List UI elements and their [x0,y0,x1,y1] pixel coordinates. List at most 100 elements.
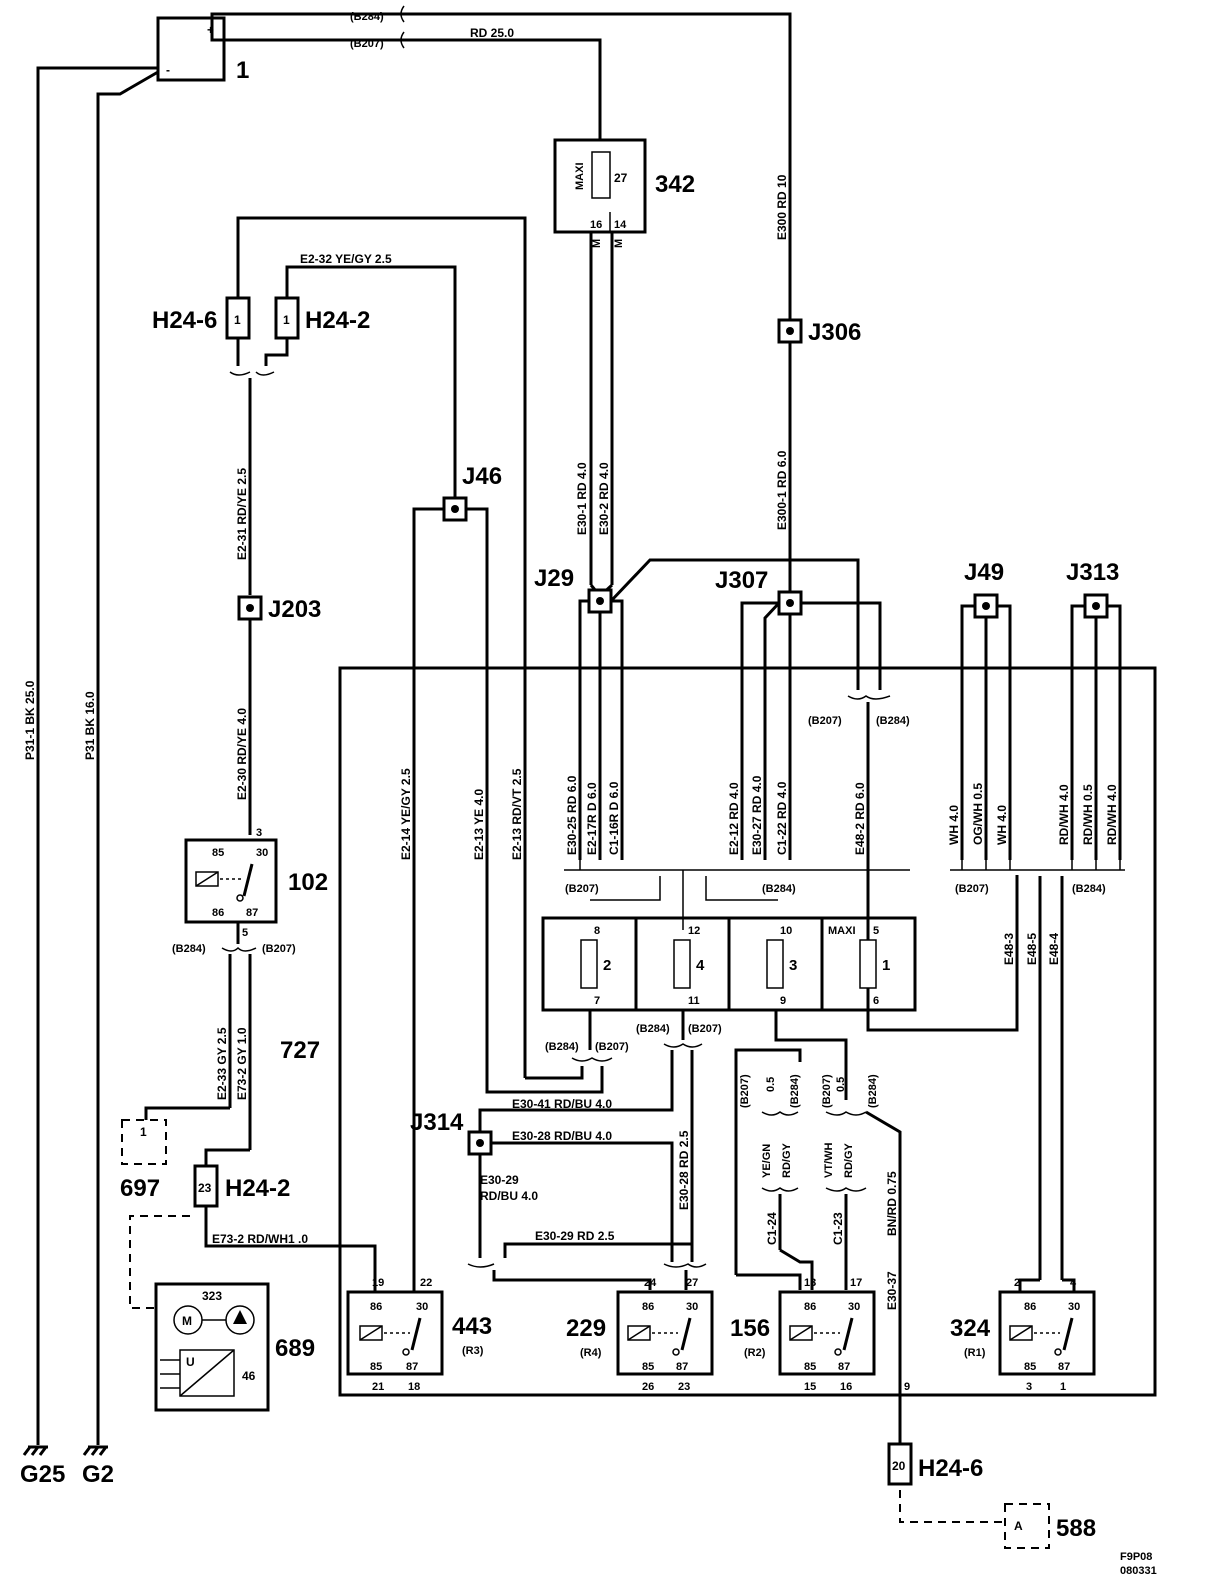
label-e30-1: E30-1 RD 4.0 [575,462,589,535]
splice-mark-top [400,5,405,49]
wire-p31 [96,70,159,1445]
pin-102-30: 30 [256,847,268,859]
fuse-m1: M [591,239,603,248]
wire-wh-b [997,604,1012,860]
relay-156-switch [842,1317,854,1351]
label-e2-12: E2-12 RD 4.0 [727,782,741,855]
pin-443-30: 30 [416,1301,428,1313]
pin-12: 12 [688,925,700,937]
wire-to-588 [899,1490,1005,1523]
label-323: 323 [202,1289,222,1303]
label-r2: (R2) [744,1347,766,1359]
wire-e48-2-top [609,558,860,690]
relay-324-coil-slash [1009,1325,1033,1341]
wire-324-2 [1018,1278,1040,1292]
wire-p31-1 [36,66,158,1445]
label-fuse-3: 3 [789,957,797,974]
label-e2-30: E2-30 RD/YE 4.0 [235,708,249,800]
pin-443-85: 85 [370,1361,382,1373]
wire-j307-b284 [801,601,882,690]
pin-229-23: 23 [678,1381,690,1393]
splice-mark-229 [663,1263,707,1268]
fuse-27 [591,151,611,199]
wire-156-13 [779,1248,814,1290]
label-e30-25: E30-25 RD 6.0 [565,775,579,855]
wire-wh-a [960,604,975,860]
fuse-pin-14: 14 [614,219,627,231]
label-j49: J49 [964,559,1004,586]
label-e2-31: E2-31 RD/YE 2.5 [235,468,249,560]
pin-443-87: 87 [406,1361,418,1373]
pin-156-86: 86 [804,1301,816,1313]
pin-324-3: 3 [1026,1381,1032,1393]
label-b284-e48: (B284) [876,715,910,727]
junction-j313-dot [1092,602,1100,610]
pin-h24-2-1: 1 [283,313,290,327]
pin-229-85: 85 [642,1361,654,1373]
label-ye-gn: YE/GN [761,1144,773,1178]
label-b207-e48: (B207) [808,715,842,727]
label-05-a: 0.5 [765,1077,777,1092]
label-e300-1: E300-1 RD 6.0 [775,450,789,530]
pin-h24-6-1: 1 [234,313,241,327]
label-j306: J306 [808,319,861,346]
pin-588-a: A [1014,1519,1023,1533]
sensor-46-slash [179,1349,235,1397]
label-b207-fuse2: (B207) [595,1041,629,1053]
wire-rd25 [210,18,602,140]
label-fuse-2: 2 [603,957,611,974]
pin-102-86: 86 [212,907,224,919]
label-r1: (R1) [964,1347,986,1359]
fuse-2 [580,939,598,989]
wire-h24-2-mid [204,1148,250,1166]
pin-324-30: 30 [1068,1301,1080,1313]
label-588: 588 [1056,1515,1096,1542]
label-rdwh-05: RD/WH 0.5 [1081,784,1095,845]
relay-443-switch [410,1317,422,1351]
label-b284-right: (B284) [1072,883,1106,895]
pin-229-26: 26 [642,1381,654,1393]
relay-324-switch [1062,1317,1074,1351]
label-fuse-1: 1 [882,957,890,974]
label-r4: (R4) [580,1347,602,1359]
pin-8: 8 [594,925,600,937]
junction-j46-dot [451,505,459,513]
label-e48-2: E48-2 RD 6.0 [853,782,867,855]
pin-102-5: 5 [242,927,248,939]
wire-324-4 [1062,1278,1076,1292]
label-e30-2: E30-2 RD 4.0 [597,462,611,535]
relay-102-contact [236,894,244,902]
wire-e2-13-ye [466,507,604,1094]
label-e2-32: E2-32 YE/GY 2.5 [300,252,392,266]
label-b207-bundle: (B207) [565,883,599,895]
label-j314: J314 [410,1109,464,1136]
bundle-split [590,870,778,930]
wire-bn-rd [865,1110,902,1400]
pin-11: 11 [688,995,700,1007]
wire-e2-12 [740,601,779,860]
label-wh-b: WH 4.0 [995,805,1009,845]
label-h24-6-bot: H24-6 [918,1455,983,1482]
ground-g25: G25 [20,1461,65,1488]
relay-156-contact [834,1348,842,1356]
pin-10: 10 [780,925,792,937]
splice-mark-fuse4 [663,1043,703,1048]
sensor-u: U [186,1355,195,1369]
wire-e48-2 [866,702,1019,1032]
relay-443-contact [402,1348,410,1356]
bundle-right-drops [961,860,1121,870]
relay-102-switch [242,863,254,897]
label-relay-443: 443 [452,1313,492,1340]
label-e30-41: E30-41 RD/BU 4.0 [512,1097,612,1111]
battery-label: 1 [236,57,249,84]
label-relay-156: 156 [730,1315,770,1342]
component-697 [121,1119,167,1165]
label-e30-28-v: E30-28 RD 2.5 [677,1130,691,1210]
fuse-3 [766,939,784,989]
label-b207-top: (B207) [350,38,384,50]
pin-156-85: 85 [804,1361,816,1373]
pin-156-87: 87 [838,1361,850,1373]
pin-7: 7 [594,995,600,1007]
label-e30-37: E30-37 [885,1271,899,1310]
